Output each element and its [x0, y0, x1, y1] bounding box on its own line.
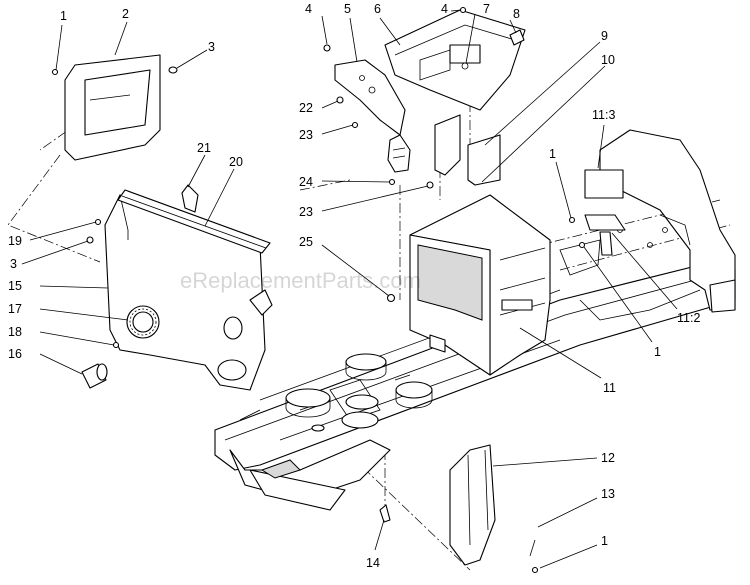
watermark-text: eReplacementParts.com — [180, 268, 421, 293]
callout-25: 25 — [299, 235, 313, 249]
callout-18: 18 — [8, 325, 22, 339]
callout-13: 13 — [601, 487, 615, 501]
access-panel-2 — [64, 54, 161, 161]
callout-3: 3 — [208, 40, 215, 54]
pivot-bracket-24 — [387, 134, 411, 173]
callout-8: 8 — [513, 7, 520, 21]
callout-21: 21 — [197, 141, 211, 155]
callout-1-third: 1 — [654, 345, 661, 359]
callout-2: 2 — [122, 7, 129, 21]
trim-strip-20 — [117, 189, 271, 254]
callout-15: 15 — [8, 279, 22, 293]
callout-16: 16 — [8, 347, 22, 361]
callout-17: 17 — [8, 302, 22, 316]
callout-labels: 1 2 3 4 5 6 4 7 8 9 10 22 23 24 23 21 20… — [8, 2, 700, 570]
callout-20: 20 — [229, 155, 243, 169]
callout-23-second: 23 — [299, 205, 313, 219]
callout-24: 24 — [299, 175, 313, 189]
callout-12: 12 — [601, 451, 615, 465]
callout-14: 14 — [366, 556, 380, 570]
side-frame-11-3 — [584, 129, 736, 313]
frame-bosses — [285, 353, 433, 432]
leader-lines — [21, 9, 678, 569]
callout-9: 9 — [601, 29, 608, 43]
callout-11-3: 11:3 — [592, 108, 615, 122]
tray-6 — [384, 9, 526, 111]
callout-5: 5 — [344, 2, 351, 16]
callout-3-second: 3 — [10, 257, 17, 271]
callout-11: 11 — [603, 381, 616, 395]
hardware-fasteners — [51, 6, 586, 574]
callout-1-fourth: 1 — [601, 534, 608, 548]
side-panel-15 — [104, 194, 273, 391]
callout-7: 7 — [483, 2, 490, 16]
console-panel-11 — [409, 194, 601, 376]
callout-1-second: 1 — [549, 147, 556, 161]
callout-11-2: 11:2 — [677, 311, 700, 325]
cap-16 — [81, 363, 108, 389]
callout-10: 10 — [601, 53, 615, 67]
callout-19: 19 — [8, 234, 22, 248]
bracket-11-2 — [584, 214, 626, 256]
callout-4-second: 4 — [441, 2, 448, 16]
callout-6: 6 — [374, 2, 381, 16]
clip-21 — [181, 184, 199, 213]
callout-1: 1 — [60, 9, 67, 23]
side-shield-12 — [449, 444, 496, 566]
callout-22: 22 — [299, 101, 313, 115]
grommet-17 — [126, 305, 160, 339]
callout-4: 4 — [305, 2, 312, 16]
callout-23: 23 — [299, 128, 313, 142]
